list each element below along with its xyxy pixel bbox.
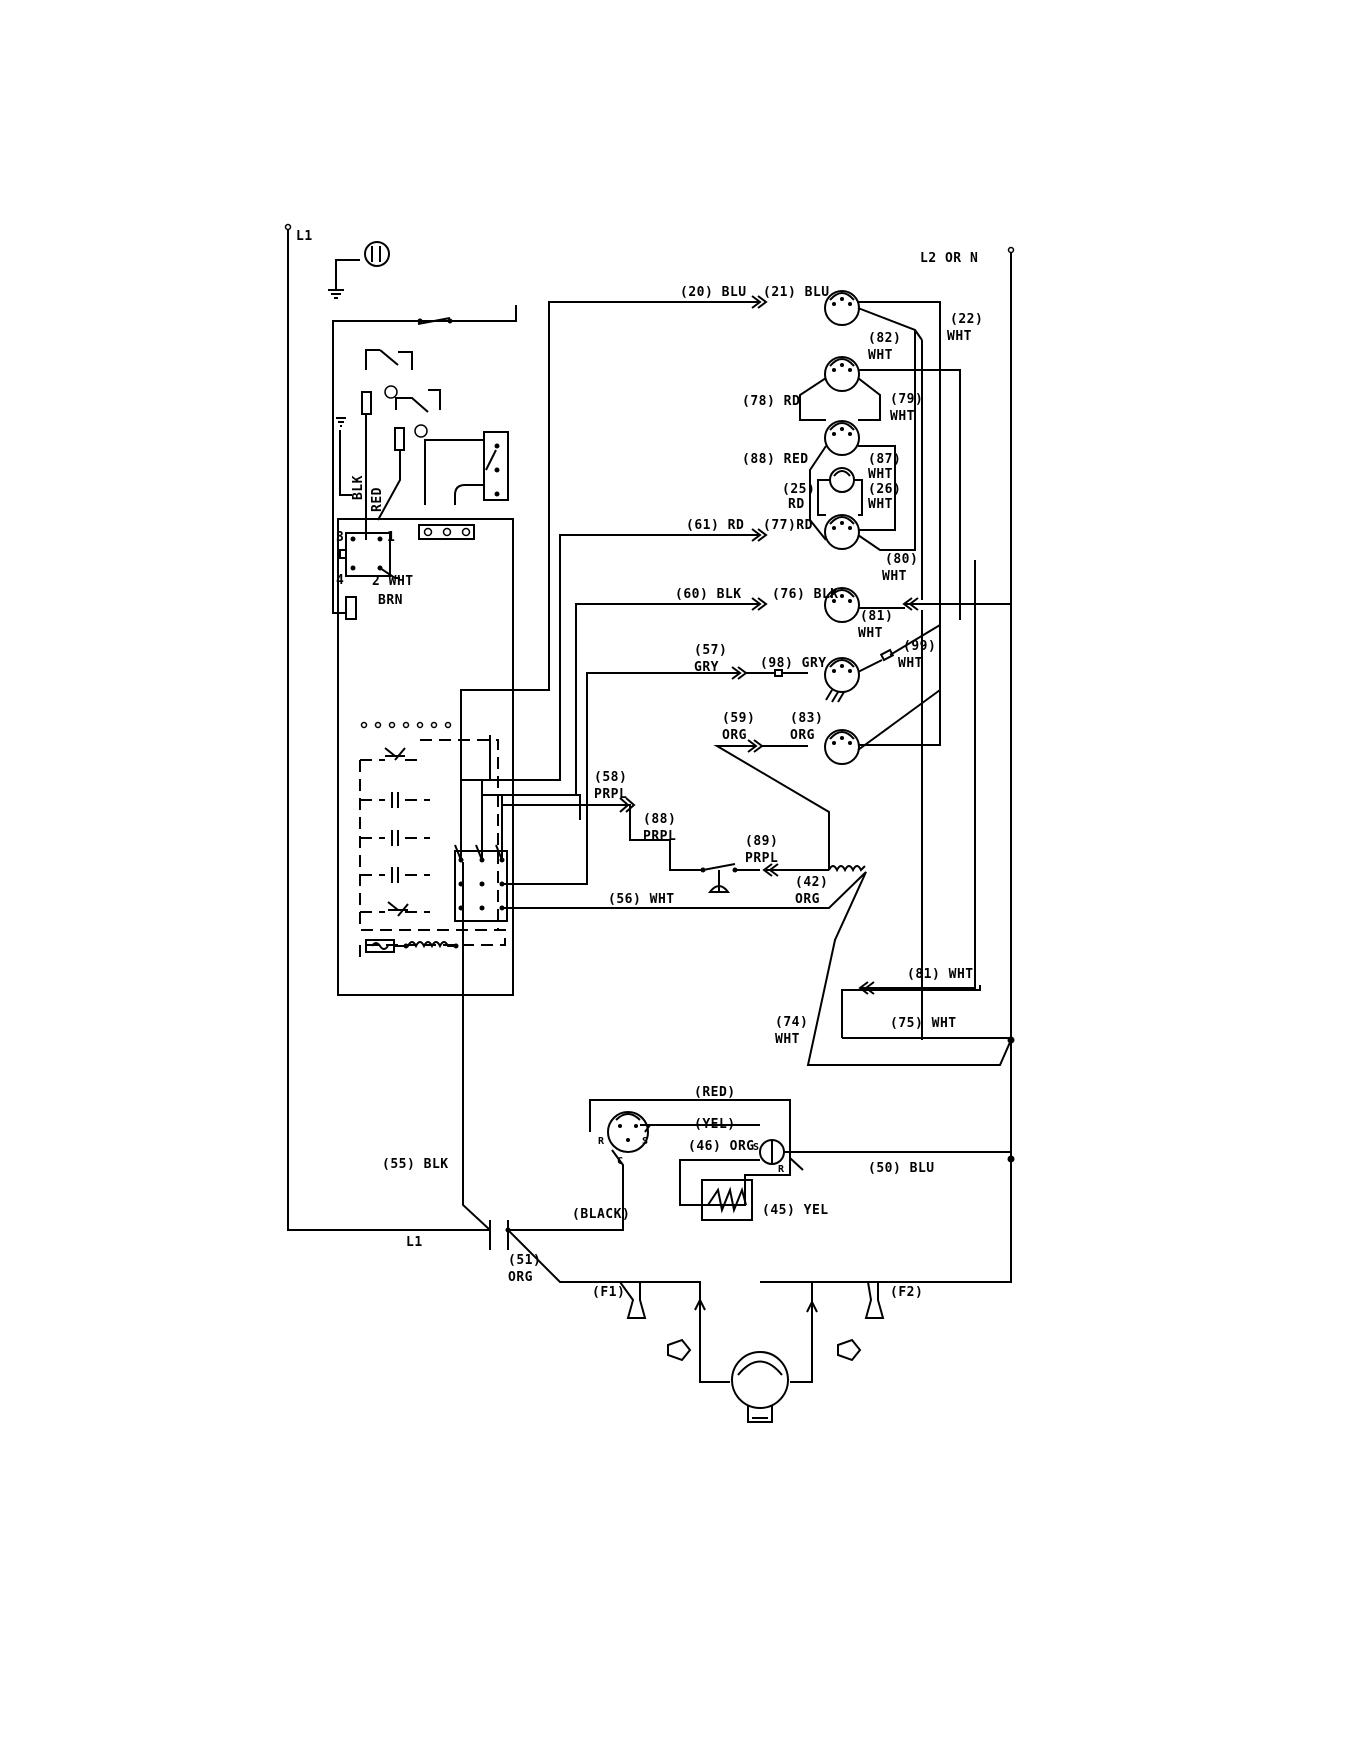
wire-label-83-org: ORG: [790, 728, 815, 743]
element-switch-98: [824, 624, 941, 703]
wire-label-56-wht: (56) WHT: [608, 892, 675, 907]
wire-label-88-red: (88) RED: [742, 452, 809, 467]
wire-label-78-rd: (78) RD: [742, 394, 800, 409]
wire-label-22-wht: WHT: [947, 329, 972, 344]
fuse-label-f1: (F1): [592, 1285, 625, 1300]
protector-pin-c: C: [617, 1156, 624, 1167]
wire-58-prpl: [502, 797, 760, 893]
relay-pin-s: S: [753, 1142, 760, 1153]
wire-label-60-blk: (60) BLK: [675, 587, 742, 602]
wire-label-50-blu: (50) BLU: [868, 1161, 935, 1176]
wire-label-88-p: (88): [643, 812, 676, 827]
wire-label-58: (58): [594, 770, 627, 785]
element-switch-83: [824, 689, 941, 765]
wire-label-57-gry: GRY: [694, 660, 719, 675]
wire-label-red-p: (RED): [694, 1085, 736, 1100]
wire-label-81a: (81): [860, 609, 893, 624]
wire-label-58-prpl: PRPL: [594, 787, 627, 802]
wire-label-87: (87): [868, 452, 901, 467]
wire-61-rd: [481, 528, 768, 860]
wire-label-74: (74): [775, 1015, 808, 1030]
fuse-label-f2: (F2): [890, 1285, 923, 1300]
wire-81-wht-return: [858, 560, 976, 995]
wire-label-82-wht: WHT: [868, 348, 893, 363]
wire-label-88-prpl: PRPL: [643, 829, 676, 844]
ground-icon: [328, 241, 390, 299]
control-panel: 3 1 4 2 WHT BRN BLK RED: [332, 305, 517, 996]
wire-label-26-wht: WHT: [868, 497, 893, 512]
l1-supply-line: [284, 223, 490, 1231]
l1-label: L1: [296, 229, 313, 244]
wire-label-blk: BLK: [351, 475, 366, 500]
wire-label-79: (79): [890, 392, 923, 407]
wire-label-80: (80): [885, 552, 918, 567]
wire-label-89: (89): [745, 834, 778, 849]
wire-label-51: (51): [508, 1253, 541, 1268]
l2-label: L2 OR N: [920, 251, 978, 266]
wire-label-black-p: (BLACK): [572, 1207, 630, 1222]
wire-label-81a-wht: WHT: [858, 626, 883, 641]
wire-label-81-wht: (81) WHT: [907, 967, 974, 982]
wire-label-22: (22): [950, 312, 983, 327]
wire-label-82: (82): [868, 331, 901, 346]
wire-label-89-prpl: PRPL: [745, 851, 778, 866]
wire-75-wht: [841, 985, 1011, 1039]
wire-label-20-blu: (20) BLU: [680, 285, 747, 300]
wire-label-74-wht: WHT: [775, 1032, 800, 1047]
wire-label-99-wht: WHT: [898, 656, 923, 671]
wire-label-2-wht: 2 WHT: [372, 574, 414, 589]
element-switch-87: [817, 467, 863, 516]
wire-label-21-blu: (21) BLU: [763, 285, 830, 300]
wire-label-55-blk: (55) BLK: [382, 1157, 449, 1172]
wire-label-83: (83): [790, 711, 823, 726]
timer-assembly: [359, 721, 581, 960]
wire-label-99: (99): [903, 639, 936, 654]
protector-pin-r: R: [598, 1136, 605, 1147]
wire-label-45-yel: (45) YEL: [762, 1203, 829, 1218]
wire-label-51-org: ORG: [508, 1270, 533, 1285]
element-switch-82: [799, 356, 961, 580]
wire-label-76-blk: (76) BLK: [772, 587, 839, 602]
wire-label-75-wht: (75) WHT: [890, 1016, 957, 1031]
wire-label-87-wht: WHT: [868, 467, 893, 482]
wire-label-42: (42): [795, 875, 828, 890]
wire-label-46-org: (46) ORG: [688, 1139, 755, 1154]
protector-pin-s: S: [642, 1136, 649, 1147]
wire-label-26: (26): [868, 482, 901, 497]
wire-label-25: (25): [782, 482, 815, 497]
relay-terminal-3: 3: [336, 530, 344, 545]
wire-42-org: [713, 739, 866, 877]
wire-label-79-wht: WHT: [890, 409, 915, 424]
l1-bottom-label: L1: [406, 1235, 423, 1250]
wire-label-59-org: ORG: [722, 728, 747, 743]
wire-label-80-wht: WHT: [882, 569, 907, 584]
wire-label-77-rd: (77)RD: [763, 518, 813, 533]
wire-label-brn: BRN: [378, 593, 403, 608]
wire-label-red: RED: [370, 487, 385, 512]
wire-label-98-gry: (98) GRY: [760, 656, 827, 671]
element-switch-77: [824, 330, 916, 551]
wire-label-57: (57): [694, 643, 727, 658]
wire-crossovers: [921, 340, 961, 1040]
relay-terminal-4: 4: [336, 573, 344, 588]
relay-pin-r: R: [778, 1164, 785, 1175]
wire-label-25-rd: RD: [788, 497, 805, 512]
wire-label-yel-p: (YEL): [694, 1117, 736, 1132]
element-switch-76: [824, 587, 1011, 623]
wire-56-wht: [502, 871, 1012, 1066]
element-switch-78: [809, 420, 896, 541]
wire-label-61-rd: (61) RD: [686, 518, 744, 533]
wire-label-59: (59): [722, 711, 755, 726]
drive-motor-circuit: [462, 862, 1011, 1423]
relay-terminal-1: 1: [387, 530, 395, 545]
wire-label-42-org: ORG: [795, 892, 820, 907]
wire-20-blu: [460, 295, 768, 860]
